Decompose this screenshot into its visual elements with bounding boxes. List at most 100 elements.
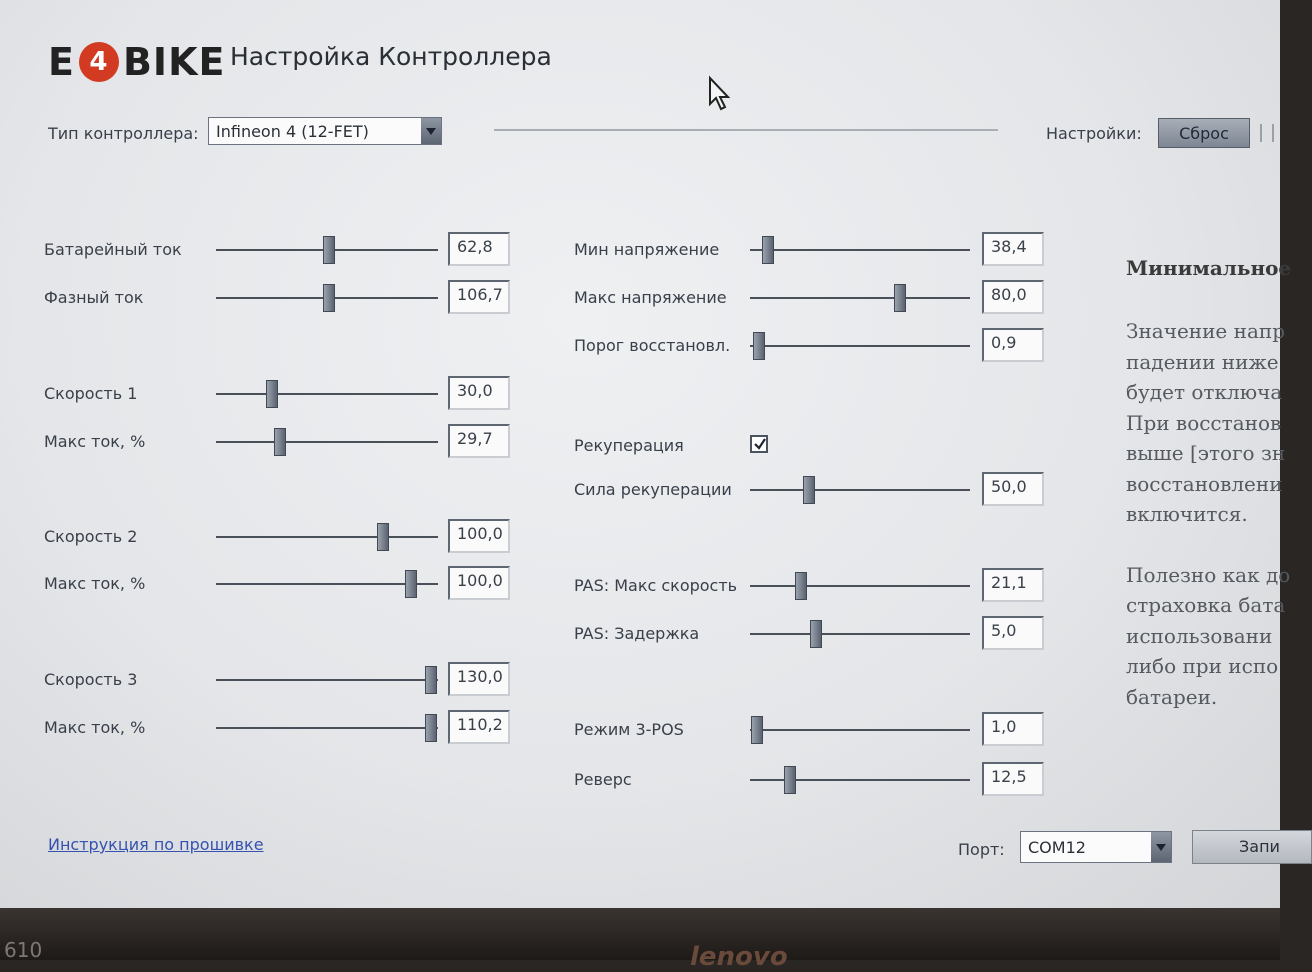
left-slider-7-row: Макс ток, % 110,2 (44, 710, 514, 746)
logo-letter-e: E (48, 40, 75, 84)
reverse-slider-track[interactable] (750, 779, 970, 781)
help-text: Значение напр падении ниже будет отключа… (1126, 316, 1290, 712)
pas-slider-0-slider-track[interactable] (750, 585, 970, 587)
help-line: либо при испо (1126, 654, 1279, 678)
left-slider-2-value-field[interactable]: 30,0 (448, 376, 510, 410)
toolbar-separator (1260, 124, 1262, 142)
controller-type-select[interactable]: Infineon 4 (12-FET) (208, 117, 442, 145)
right-slider-2-row: Порог восстановл.0,9 (574, 328, 1046, 364)
left-slider-6-slider-track[interactable] (216, 679, 438, 681)
toolbar-separator (1272, 124, 1274, 142)
chevron-down-icon[interactable] (421, 118, 441, 144)
port-label: Порт: (958, 840, 1005, 859)
left-slider-3-label: Макс ток, % (44, 432, 146, 451)
controller-type-label: Тип контроллера: (48, 124, 199, 143)
logo-word-bike: BIKE (122, 40, 226, 84)
left-slider-3-row: Макс ток, % 29,7 (44, 424, 514, 460)
right-slider-2-slider-track[interactable] (750, 345, 970, 347)
regen-strength-value-field[interactable]: 50,0 (982, 472, 1044, 506)
left-slider-1-value-field[interactable]: 106,7 (448, 280, 510, 314)
reverse-label: Реверс (574, 770, 632, 789)
pas-slider-0-value-field[interactable]: 21,1 (982, 568, 1044, 602)
left-slider-4-value-field[interactable]: 100,0 (448, 519, 510, 553)
app-window: E 4 BIKE Настройка Контроллера Тип контр… (0, 0, 1312, 908)
help-title: Минимальное (1126, 256, 1292, 280)
left-slider-5-slider-thumb[interactable] (405, 570, 418, 598)
left-slider-4-row: Скорость 2 100,0 (44, 519, 514, 555)
regen-label: Рекуперация (574, 436, 684, 455)
laptop-bezel: 610 lenovo (0, 908, 1280, 972)
pas-slider-1-slider-track[interactable] (750, 633, 970, 635)
left-slider-0-slider-thumb[interactable] (323, 236, 336, 264)
help-line: выше [этого зн (1126, 441, 1286, 465)
mode-3pos-slider-thumb[interactable] (750, 716, 763, 744)
pas-slider-0-label: PAS: Макс скорость (574, 576, 738, 595)
pas-slider-0-row: PAS: Макс скорость 21,1 (574, 568, 1046, 604)
left-slider-2-row: Скорость 1 30,0 (44, 376, 514, 412)
controller-type-value: Infineon 4 (12-FET) (216, 121, 369, 141)
right-slider-0-row: Мин напряжение 38,4 (574, 232, 1046, 268)
chevron-down-icon[interactable] (1151, 832, 1171, 862)
left-slider-0-value-field[interactable]: 62,8 (448, 232, 510, 266)
right-slider-0-slider-thumb[interactable] (761, 236, 774, 264)
left-slider-7-label: Макс ток, % (44, 718, 146, 737)
right-slider-2-slider-thumb[interactable] (752, 332, 765, 360)
right-slider-2-value-field[interactable]: 0,9 (982, 328, 1044, 362)
help-line: использовани (1126, 623, 1273, 648)
left-slider-5-value-field[interactable]: 100,0 (448, 566, 510, 600)
e4bike-logo: E 4 BIKE (48, 40, 225, 84)
port-value: COM12 (1028, 837, 1086, 857)
mode-3pos-slider-track[interactable] (750, 729, 970, 731)
left-slider-7-slider-track[interactable] (216, 727, 438, 729)
left-slider-7-value-field[interactable]: 110,2 (448, 710, 510, 744)
right-slider-1-slider-track[interactable] (750, 297, 970, 299)
help-line: восстановлени (1126, 471, 1283, 496)
write-button[interactable]: Запи (1192, 830, 1312, 864)
reverse-value-field[interactable]: 12,5 (982, 762, 1044, 796)
left-slider-2-slider-track[interactable] (216, 393, 438, 395)
left-slider-3-value-field[interactable]: 29,7 (448, 424, 510, 458)
left-slider-2-label: Скорость 1 (44, 384, 138, 403)
help-line: падении ниже (1126, 349, 1279, 374)
right-slider-1-row: Макс напряжение 80,0 (574, 280, 1046, 316)
mode-3pos-value-field[interactable]: 1,0 (982, 712, 1044, 746)
left-slider-7-slider-thumb[interactable] (425, 714, 438, 742)
right-slider-1-slider-thumb[interactable] (893, 284, 906, 312)
logo-circle-4: 4 (78, 42, 119, 82)
left-slider-4-slider-track[interactable] (216, 536, 438, 538)
regen-checkbox[interactable] (750, 435, 768, 453)
right-slider-0-label: Мин напряжение (574, 240, 720, 259)
firmware-instructions-link[interactable]: Инструкция по прошивке (48, 835, 264, 854)
regen-strength-slider-track[interactable] (750, 489, 970, 491)
left-slider-3-slider-thumb[interactable] (274, 428, 287, 456)
left-slider-4-slider-thumb[interactable] (376, 523, 389, 551)
right-slider-1-label: Макс напряжение (574, 288, 727, 307)
right-slider-0-value-field[interactable]: 38,4 (982, 232, 1044, 266)
help-line: Полезно как до (1126, 562, 1291, 587)
port-select[interactable]: COM12 (1020, 831, 1172, 863)
left-slider-1-slider-thumb[interactable] (323, 284, 336, 312)
settings-label: Настройки: (1046, 124, 1142, 143)
right-slider-0-slider-track[interactable] (750, 249, 970, 251)
regen-strength-slider-thumb[interactable] (803, 476, 816, 504)
left-slider-5-row: Макс ток, %100,0 (44, 566, 514, 602)
pas-slider-1-slider-thumb[interactable] (810, 620, 822, 648)
pas-slider-1-value-field[interactable]: 5,0 (982, 616, 1044, 650)
left-slider-5-slider-track[interactable] (216, 583, 438, 585)
left-slider-4-label: Скорость 2 (44, 527, 138, 546)
app-title: Настройка Контроллера (230, 42, 552, 71)
pas-slider-0-slider-thumb[interactable] (794, 572, 807, 600)
right-slider-1-value-field[interactable]: 80,0 (982, 280, 1044, 314)
left-slider-6-slider-thumb[interactable] (425, 666, 438, 694)
help-paragraph-gap (1126, 530, 1290, 560)
reverse-row-clip: Реверс 12,5 (560, 762, 1080, 796)
left-slider-6-value-field[interactable]: 130,0 (448, 662, 510, 696)
left-slider-3-slider-track[interactable] (216, 441, 438, 443)
reverse-slider-thumb[interactable] (783, 766, 796, 794)
reset-button[interactable]: Сброс (1158, 118, 1250, 148)
left-slider-2-slider-thumb[interactable] (265, 380, 278, 408)
